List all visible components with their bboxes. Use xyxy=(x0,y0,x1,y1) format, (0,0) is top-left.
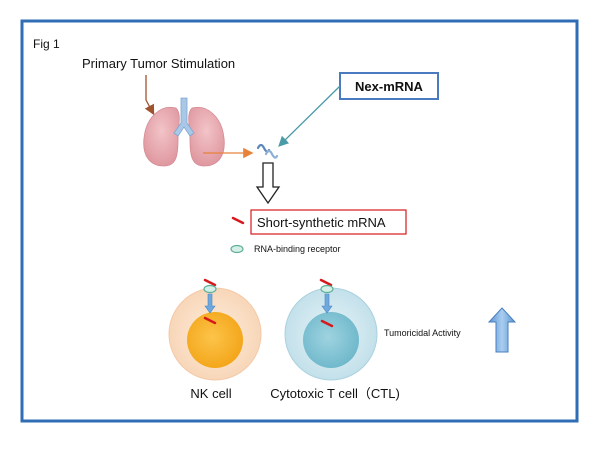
nk-external-mrna-icon xyxy=(203,278,217,287)
ctl-receptor-icon xyxy=(320,284,334,294)
short-mrna-icon xyxy=(231,216,245,225)
nk-receptor-icon xyxy=(203,284,217,294)
lungs-icon xyxy=(143,97,225,167)
ctl-internal-arrow-icon xyxy=(321,293,333,314)
ctl-cell-label: Cytotoxic T cell（CTL) xyxy=(270,386,400,401)
tumoricidal-activity-label: Tumoricidal Activity xyxy=(384,328,461,338)
receptor-legend-label: RNA-binding receptor xyxy=(254,244,341,254)
rna-fragment-icon xyxy=(256,143,279,159)
receptor-legend-icon xyxy=(230,244,244,254)
nk-internal-arrow-icon xyxy=(204,293,216,314)
figure-label: Fig 1 xyxy=(33,37,60,51)
nk-cell-nucleus xyxy=(187,312,243,368)
nk-cell-label: NK cell xyxy=(190,386,231,401)
ctl-internal-mrna-icon xyxy=(320,319,334,328)
conversion-arrow-icon xyxy=(255,162,281,205)
short-mrna-box xyxy=(250,209,407,235)
stimulus-arrow xyxy=(144,75,155,116)
nk-internal-mrna-icon xyxy=(203,316,217,325)
ctl-cell xyxy=(284,278,378,381)
short-mrna-label: Short-synthetic mRNA xyxy=(257,215,386,230)
nex-mrna-label: Nex-mRNA xyxy=(355,79,424,94)
nex-to-rna-arrow xyxy=(278,85,341,147)
nex-mrna-box xyxy=(339,72,439,100)
up-arrow-icon xyxy=(487,307,517,353)
stimulus-label: Primary Tumor Stimulation xyxy=(82,56,235,71)
ctl-external-mrna-icon xyxy=(319,278,333,287)
nk-cell xyxy=(168,278,262,381)
ctl-cell-nucleus xyxy=(303,312,359,368)
